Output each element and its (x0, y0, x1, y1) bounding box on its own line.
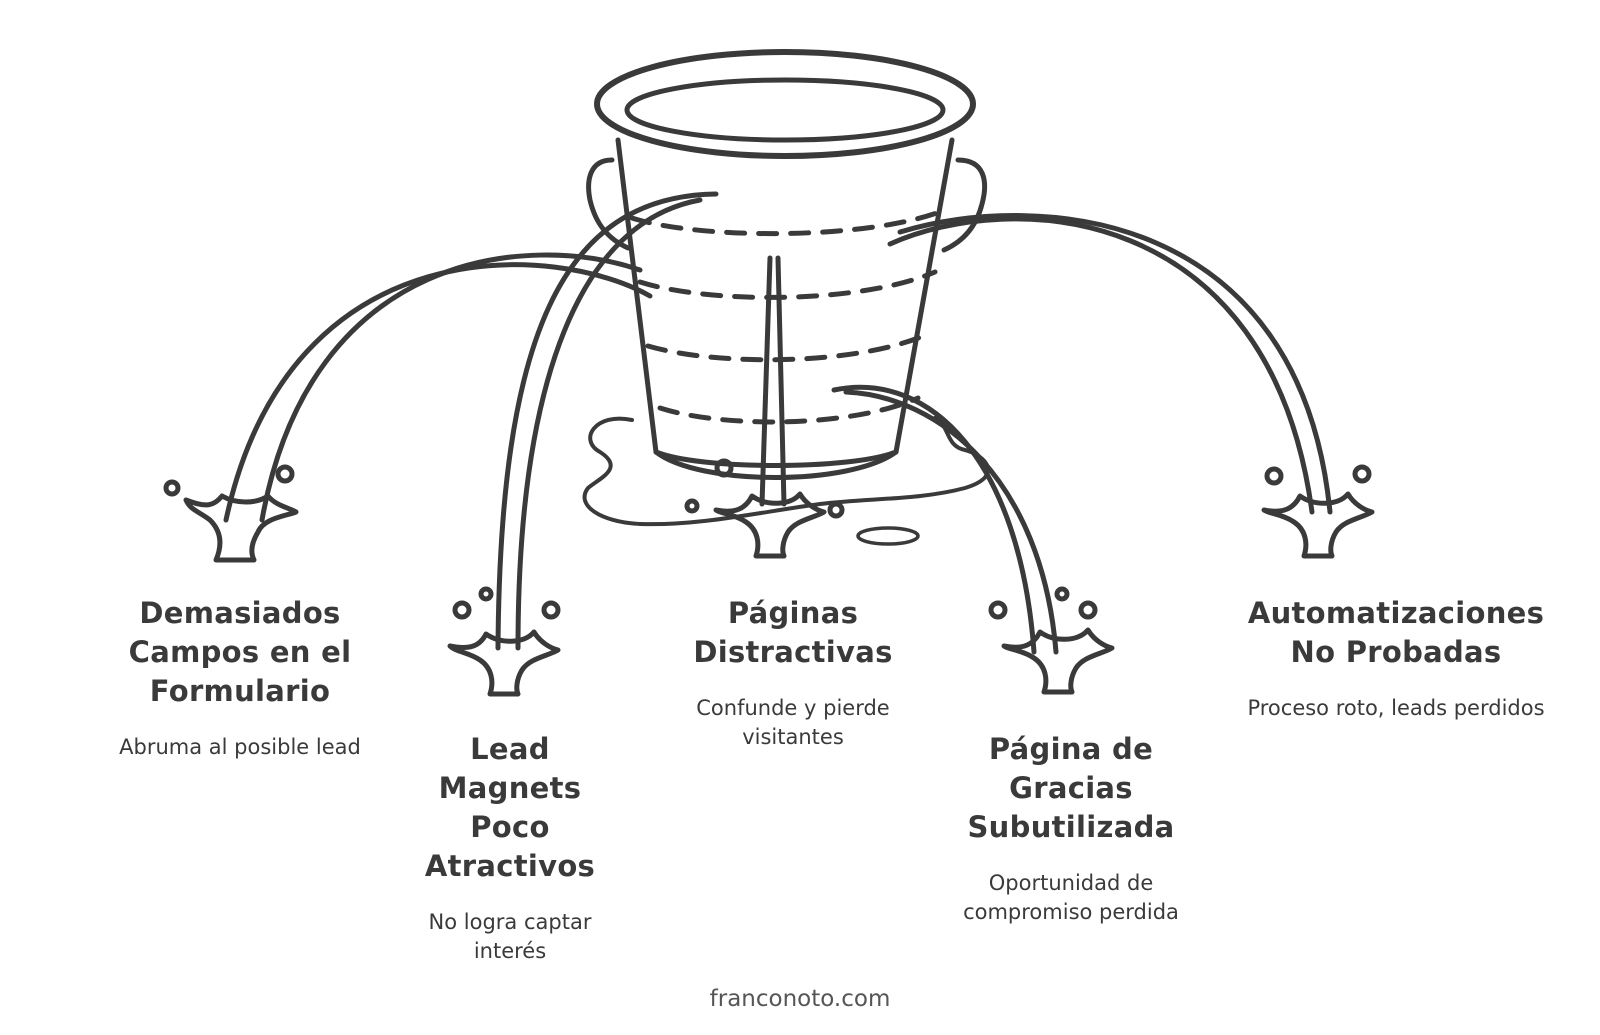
leak-streams (223, 191, 1333, 655)
splash-1 (447, 586, 561, 697)
leak-label-lead-magnets: Lead Magnets Poco Atractivos No logra ca… (410, 730, 610, 966)
bucket-rim-inner (624, 77, 946, 143)
leak-title: Lead Magnets Poco Atractivos (424, 732, 596, 883)
bucket-dashed-band-2 (637, 269, 938, 300)
splash-4 (1261, 464, 1375, 559)
splash-3 (988, 586, 1115, 695)
footer-website: franconoto.com (709, 986, 891, 1012)
leak-label-distracting-pages: Páginas Distractivas Confunde y pierde v… (673, 594, 913, 752)
bucket-handle-left (586, 157, 631, 251)
bucket-rim-outer (594, 49, 976, 159)
leak-description: Oportunidad de compromiso perdida (963, 871, 1179, 924)
leak-title: Páginas Distractivas (693, 596, 893, 669)
leak-description: Proceso roto, leads perdidos (1247, 696, 1545, 720)
leak-description: Abruma al posible lead (119, 735, 361, 759)
leak-label-automations: Automatizaciones No Probadas Proceso rot… (1231, 594, 1561, 723)
leak-description: Confunde y pierde visitantes (696, 696, 890, 749)
small-puddle (856, 526, 920, 546)
bucket-bottom (653, 449, 899, 468)
leak-description: No logra captar interés (428, 910, 592, 963)
bucket-handle-right (941, 157, 988, 253)
bucket-dashed-band-1 (629, 207, 948, 237)
water-puddle (582, 416, 991, 527)
leak-label-form-fields: Demasiados Campos en el Formulario Abrum… (115, 594, 365, 762)
leak-title: Página de Gracias Subutilizada (967, 732, 1175, 844)
bucket-body (615, 137, 955, 480)
splash-2 (684, 458, 845, 559)
leak-title: Demasiados Campos en el Formulario (128, 596, 352, 708)
bucket (586, 49, 988, 480)
leak-title: Automatizaciones No Probadas (1247, 596, 1545, 669)
bucket-dashed-band-3 (645, 331, 931, 363)
leak-label-thank-you-page: Página de Gracias Subutilizada Oportunid… (951, 730, 1191, 927)
bucket-dashed-band-4 (657, 395, 921, 425)
splash-0 (163, 464, 299, 563)
